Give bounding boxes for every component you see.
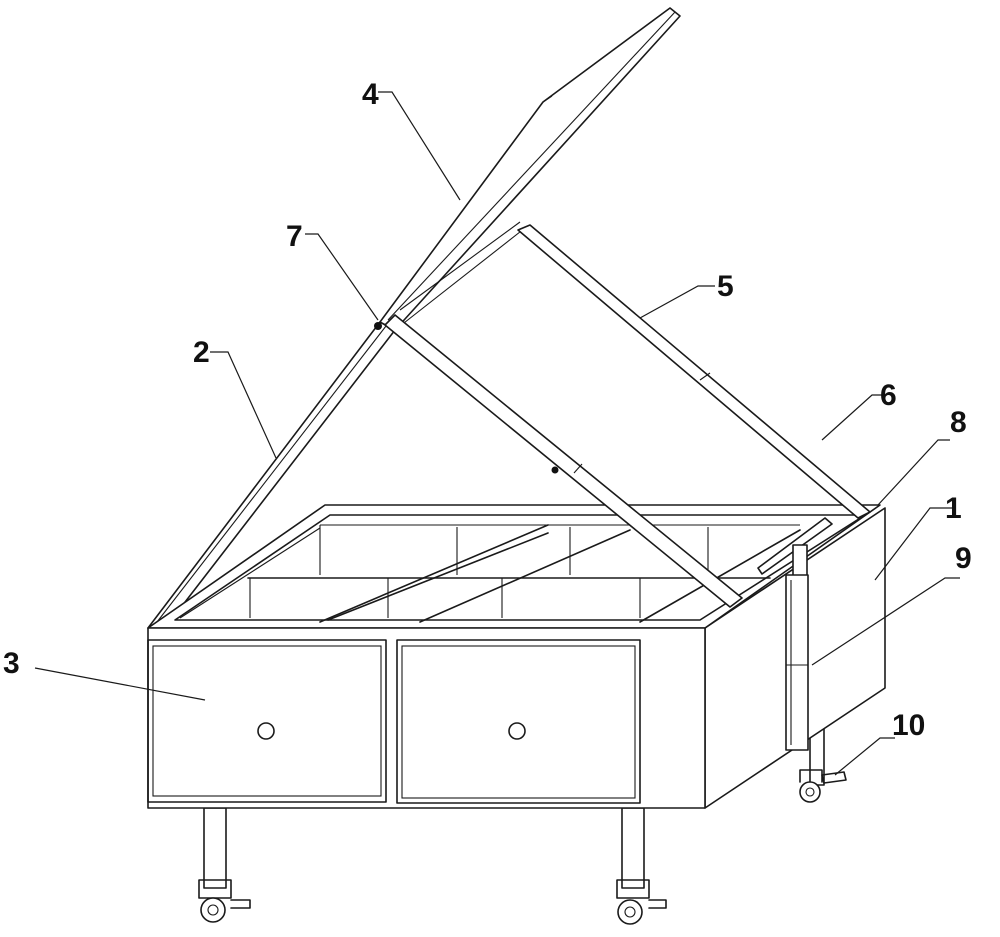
callouts: 1 2 3 4 5 6 7 8 9 10 bbox=[3, 78, 972, 742]
compartment-dividers bbox=[179, 524, 801, 623]
strut-5 bbox=[517, 224, 871, 519]
telescopic-post-9 bbox=[785, 574, 809, 751]
callout-8: 8 bbox=[950, 406, 967, 439]
callout-9: 9 bbox=[955, 542, 972, 575]
callout-7: 7 bbox=[286, 220, 303, 253]
front-left-leg bbox=[198, 807, 251, 923]
hinge-7 bbox=[374, 322, 559, 474]
caster-brake-10 bbox=[821, 771, 847, 784]
strut-6 bbox=[384, 314, 743, 608]
callout-10: 10 bbox=[892, 709, 925, 742]
drawer-right bbox=[396, 639, 641, 804]
callout-1: 1 bbox=[945, 492, 962, 525]
callout-6: 6 bbox=[880, 379, 897, 412]
callout-2: 2 bbox=[193, 336, 210, 369]
front-right-leg bbox=[616, 807, 667, 925]
push-handle-8 bbox=[757, 517, 833, 581]
cabinet-body-1 bbox=[147, 504, 886, 809]
drawer-left-3 bbox=[147, 639, 387, 803]
leader-lines bbox=[34, 91, 960, 776]
callout-5: 5 bbox=[717, 270, 734, 303]
callout-4: 4 bbox=[362, 78, 379, 111]
callout-3: 3 bbox=[3, 647, 20, 680]
lid-panel-4 bbox=[379, 7, 681, 331]
